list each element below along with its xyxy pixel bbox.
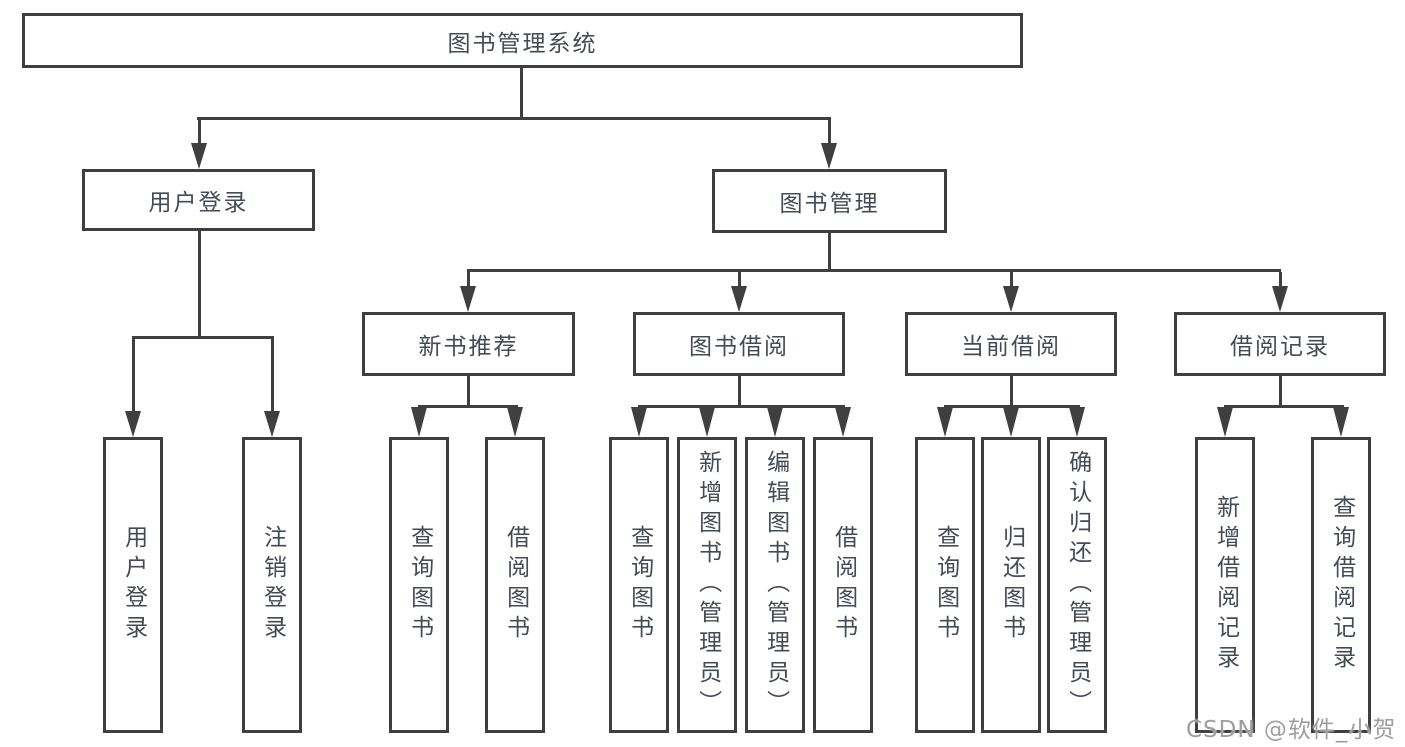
leaf-rec-borrow-books: 借阅图书	[485, 437, 545, 733]
arrowhead-icon	[460, 286, 476, 312]
arrowhead-icon	[125, 411, 141, 437]
leaf-bb-edit-books-label: 编辑图书（管理员）	[762, 450, 789, 720]
leaf-cb-return-books-label: 归还图书	[998, 525, 1025, 645]
connector-line	[1010, 272, 1013, 288]
node-root: 图书管理系统	[22, 13, 1023, 68]
leaf-user-login-label: 用户登录	[120, 525, 147, 645]
arrowhead-icon	[631, 407, 647, 437]
leaf-cb-return-books: 归还图书	[981, 437, 1041, 733]
leaf-bb-borrow-books-label: 借阅图书	[830, 525, 857, 645]
connector-line	[467, 272, 470, 288]
connector-line	[418, 405, 518, 408]
leaf-bb-query-books: 查询图书	[609, 437, 669, 733]
connector-line	[132, 338, 135, 413]
node-book-borrow: 图书借阅	[633, 312, 845, 376]
csdn-watermark: CSDN @软件_小贺同学	[1186, 717, 1397, 743]
node-user-login-label: 用户登录	[148, 190, 249, 216]
arrowhead-icon	[1272, 286, 1288, 312]
connector-line	[271, 338, 274, 413]
arrowhead-icon	[264, 411, 280, 437]
leaf-rec-query-books: 查询图书	[389, 437, 449, 733]
arrowhead-icon	[1003, 286, 1019, 312]
connector-line	[738, 376, 741, 407]
connector-line	[467, 376, 470, 407]
leaf-br-query-record: 查询借阅记录	[1311, 437, 1371, 733]
connector-line	[198, 118, 201, 146]
leaf-bb-query-books-label: 查询图书	[626, 525, 653, 645]
connector-line	[1279, 376, 1282, 407]
node-new-book-recommend-label: 新书推荐	[418, 334, 519, 360]
arrowhead-icon	[1003, 407, 1019, 437]
arrowhead-icon	[835, 407, 851, 437]
leaf-br-query-record-label: 查询借阅记录	[1328, 495, 1355, 675]
arrowhead-icon	[1217, 407, 1233, 437]
leaf-bb-borrow-books: 借阅图书	[813, 437, 873, 733]
arrowhead-icon	[699, 407, 715, 437]
arrowhead-icon	[937, 407, 953, 437]
arrowhead-icon	[191, 143, 207, 169]
connector-line	[1010, 376, 1013, 407]
arrowhead-icon	[1333, 407, 1349, 437]
leaf-br-add-record: 新增借阅记录	[1195, 437, 1255, 733]
leaf-rec-borrow-books-label: 借阅图书	[502, 525, 529, 645]
connector-line	[467, 269, 1281, 272]
node-current-borrow-label: 当前借阅	[961, 334, 1061, 360]
connector-line	[638, 405, 845, 408]
leaf-br-add-record-label: 新增借阅记录	[1212, 495, 1239, 675]
node-book-management: 图书管理	[712, 169, 947, 233]
connector-line	[197, 117, 831, 120]
leaf-cb-query-books: 查询图书	[915, 437, 975, 733]
arrowhead-icon	[767, 407, 783, 437]
arrowhead-icon	[1069, 407, 1085, 437]
leaf-cb-query-books-label: 查询图书	[932, 525, 959, 645]
leaf-logout: 注销登录	[242, 437, 302, 733]
node-borrow-records-label: 借阅记录	[1230, 334, 1330, 360]
leaf-rec-query-books-label: 查询图书	[406, 525, 433, 645]
leaf-logout-label: 注销登录	[259, 525, 286, 645]
arrowhead-icon	[731, 286, 747, 312]
connector-line	[828, 233, 831, 271]
connector-line	[1279, 272, 1282, 288]
node-current-borrow: 当前借阅	[905, 312, 1117, 376]
arrowhead-icon	[821, 143, 837, 169]
node-new-book-recommend: 新书推荐	[362, 312, 575, 376]
connector-line	[132, 336, 274, 339]
connector-line	[198, 231, 201, 338]
connector-line	[738, 272, 741, 288]
arrowhead-icon	[507, 407, 523, 437]
leaf-bb-add-books: 新增图书（管理员）	[677, 437, 737, 733]
node-book-borrow-label: 图书借阅	[689, 334, 789, 360]
connector-line	[1224, 405, 1344, 408]
leaf-user-login: 用户登录	[103, 437, 163, 733]
connector-line	[944, 405, 1080, 408]
node-book-management-label: 图书管理	[779, 191, 880, 217]
connector-line	[828, 118, 831, 146]
node-borrow-records: 借阅记录	[1174, 312, 1386, 376]
connector-line	[520, 68, 523, 118]
leaf-cb-confirm-return: 确认归还（管理员）	[1047, 437, 1107, 733]
arrowhead-icon	[411, 407, 427, 437]
leaf-cb-confirm-return-label: 确认归还（管理员）	[1064, 450, 1091, 720]
leaf-bb-edit-books: 编辑图书（管理员）	[745, 437, 805, 733]
node-user-login: 用户登录	[82, 169, 315, 231]
node-root-label: 图书管理系统	[447, 30, 598, 57]
leaf-bb-add-books-label: 新增图书（管理员）	[694, 450, 721, 720]
